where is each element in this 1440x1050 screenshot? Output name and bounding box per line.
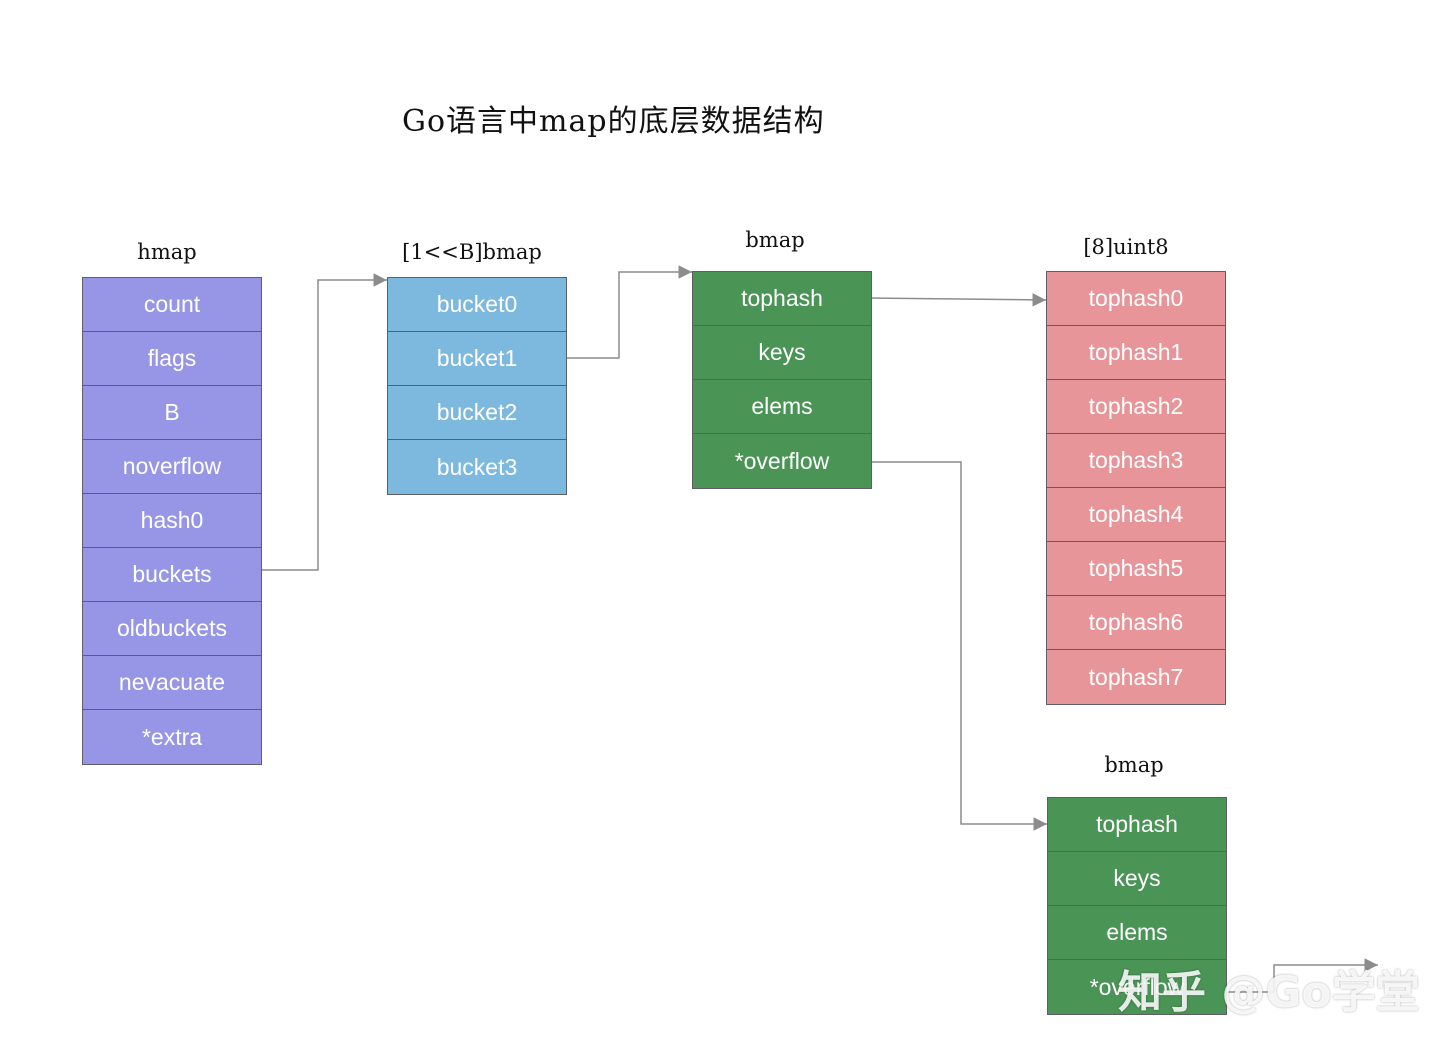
tophash-2: tophash2 xyxy=(1047,380,1225,434)
bmap-field-overflow: *overflow xyxy=(734,447,830,474)
hmap-struct: count flags B noverflow hash0 buckets ol… xyxy=(82,277,262,765)
bmap-field-tophash: tophash xyxy=(693,272,871,326)
bucket-0: bucket0 xyxy=(388,278,566,332)
overflow-bmap-field-elems: elems xyxy=(1048,906,1226,960)
tophash-3: tophash3 xyxy=(1047,434,1225,488)
bucket-1: bucket1 xyxy=(388,332,566,386)
bucket-array: bucket0 bucket1 bucket2 bucket3 xyxy=(387,277,567,495)
overflow-bmap-field-tophash: tophash xyxy=(1048,798,1226,852)
overflow-bmap-field-overflow: *overflow xyxy=(1089,973,1185,1000)
hmap-field-flags: flags xyxy=(83,332,261,386)
hmap-field-buckets: buckets xyxy=(83,548,261,602)
tophash-array-label: [8]uint8 xyxy=(1083,235,1169,259)
diagram-title: Go语言中map的底层数据结构 xyxy=(402,104,825,139)
overflow-bmap-struct: tophash keys elems *overflow xyxy=(1047,797,1227,1015)
overflow-bmap-label: bmap xyxy=(1104,753,1164,777)
overflow-next-arrow xyxy=(1228,958,1378,993)
bmap-field-elems: elems xyxy=(693,380,871,434)
tophash-0: tophash0 xyxy=(1047,272,1225,326)
tophash-to-uint8-array-arrow xyxy=(871,293,1047,307)
overflow-bmap-field-keys: keys xyxy=(1048,852,1226,906)
bucket1-to-bmap-arrow xyxy=(567,265,692,359)
tophash-4: tophash4 xyxy=(1047,488,1225,542)
watermark: 知乎 @Go学堂 xyxy=(1118,967,1420,1018)
hmap-label: hmap xyxy=(137,240,197,264)
bucket-array-label: [1<<B]bmap xyxy=(402,240,542,264)
tophash-6: tophash6 xyxy=(1047,596,1225,650)
tophash-1: tophash1 xyxy=(1047,326,1225,380)
bmap-label: bmap xyxy=(745,228,805,252)
hmap-field-extra: *extra xyxy=(141,723,203,750)
bmap-field-keys: keys xyxy=(693,326,871,380)
tophash-7: tophash7 xyxy=(1088,663,1184,690)
hmap-field-b: B xyxy=(83,386,261,440)
overflow-to-next-bmap-arrow xyxy=(872,461,1047,831)
tophash-array: tophash0 tophash1 tophash2 tophash3 toph… xyxy=(1046,271,1226,705)
bucket-3: bucket3 xyxy=(436,453,518,480)
hmap-field-oldbuckets: oldbuckets xyxy=(83,602,261,656)
buckets-to-bucket-array-arrow xyxy=(262,273,387,571)
hmap-field-nevacuate: nevacuate xyxy=(83,656,261,710)
hmap-field-count: count xyxy=(83,278,261,332)
hmap-field-noverflow: noverflow xyxy=(83,440,261,494)
hmap-field-hash0: hash0 xyxy=(83,494,261,548)
bmap-struct: tophash keys elems *overflow xyxy=(692,271,872,489)
tophash-5: tophash5 xyxy=(1047,542,1225,596)
bucket-2: bucket2 xyxy=(388,386,566,440)
